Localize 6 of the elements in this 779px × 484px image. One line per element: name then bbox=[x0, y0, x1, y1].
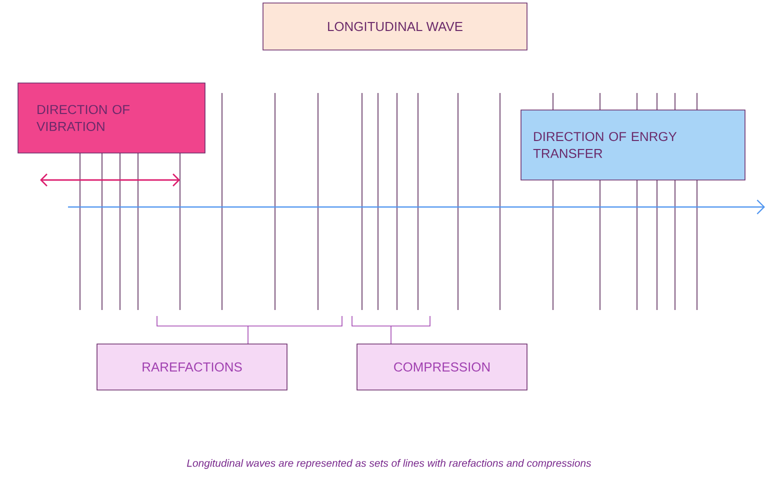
label-box: DIRECTION OF VIBRATION bbox=[18, 82, 206, 154]
label-box: RAREFACTIONS bbox=[96, 344, 288, 390]
label-box: COMPRESSION bbox=[356, 344, 528, 390]
title-box: LONGITUDINAL WAVE bbox=[262, 2, 528, 50]
caption: Longitudinal waves are represented as sets of lines with rarefactions and compressions bbox=[186, 459, 592, 469]
label-box: DIRECTION OF ENRGY TRANSFER bbox=[520, 110, 746, 180]
